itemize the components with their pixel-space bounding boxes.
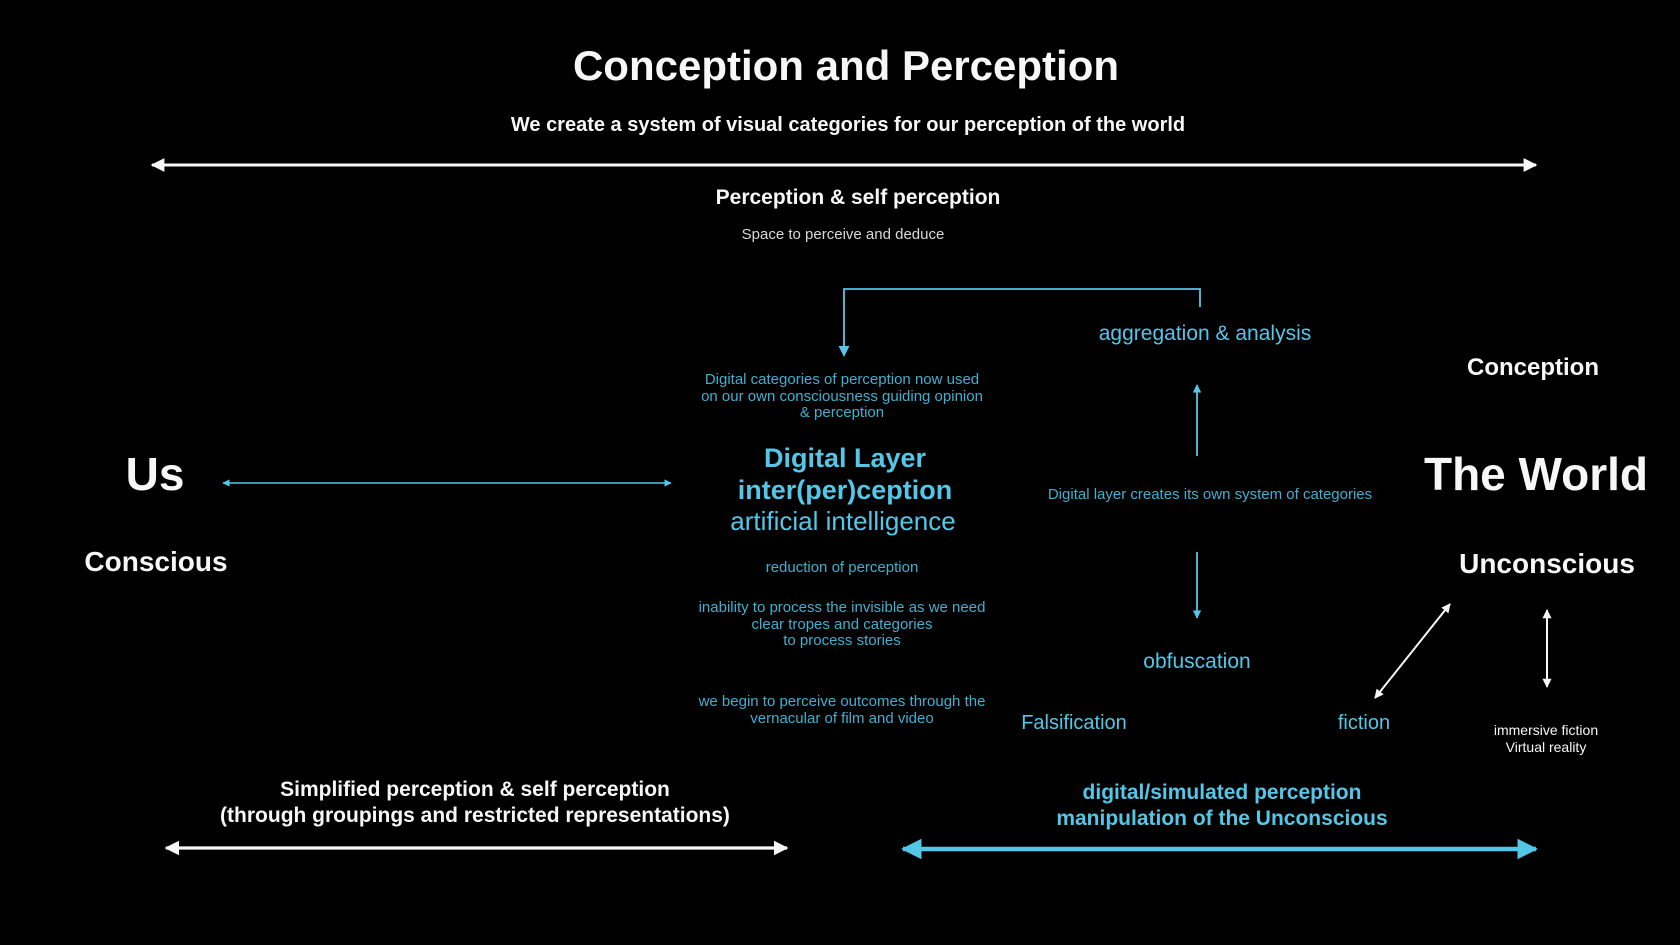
page-subtitle: We create a system of visual categories …	[510, 114, 1186, 136]
digital-categories-note: Digital categories of perception now use…	[701, 371, 983, 422]
digital-layer-system-note: Digital layer creates its own system of …	[1047, 486, 1373, 503]
conscious-label: Conscious	[84, 546, 228, 577]
inability-note-line2: clear tropes and categories	[751, 615, 933, 633]
digital-simulated-line2: manipulation of the Unconscious	[1056, 806, 1388, 830]
the-world-label: The World	[1423, 448, 1649, 500]
digital-simulated-heading: digital/simulated perception manipulatio…	[1056, 780, 1387, 831]
inability-note: inability to process the invisible as we…	[698, 599, 986, 650]
us-label: Us	[125, 448, 185, 500]
digital-layer-title: Digital Layer inter(per)ception	[738, 442, 953, 506]
immersive-fiction-note: immersive fiction Virtual reality	[1494, 722, 1598, 756]
vernacular-note-line1: we begin to perceive outcomes through th…	[698, 693, 986, 710]
digital-categories-note-line3: & perception	[799, 404, 885, 421]
vernacular-note: we begin to perceive outcomes through th…	[698, 693, 986, 727]
immersive-fiction-note-line1: immersive fiction	[1493, 722, 1599, 738]
fiction-label: fiction	[1337, 712, 1391, 734]
vernacular-note-line2: vernacular of film and video	[750, 709, 934, 727]
digital-layer-title-line2: inter(per)ception	[737, 475, 953, 505]
conception-label: Conception	[1467, 354, 1599, 381]
unconscious-label: Unconscious	[1459, 548, 1635, 579]
falsification-label: Falsification	[1021, 712, 1127, 734]
simplified-perception-line2: (through groupings and restricted repres…	[220, 803, 730, 827]
space-to-perceive-note: Space to perceive and deduce	[741, 226, 945, 243]
aggregation-analysis-label: aggregation & analysis	[1098, 322, 1312, 345]
digital-layer-title-line1: Digital Layer	[763, 443, 927, 473]
feedback-bracket-down-arrowhead	[838, 346, 850, 357]
immersive-fiction-note-line2: Virtual reality	[1505, 739, 1587, 755]
fiction-unconscious-diagonal-double-arrow	[1374, 603, 1451, 699]
obfuscation-label: obfuscation	[1143, 650, 1251, 673]
inability-note-line1: inability to process the invisible as we…	[698, 599, 986, 616]
reduction-of-perception-note: reduction of perception	[765, 559, 919, 576]
simplified-perception-heading: Simplified perception & self perception …	[220, 777, 730, 828]
perception-self-perception-heading: Perception & self perception	[715, 186, 1001, 209]
digital-categories-note-line2: on our own consciousness guiding opinion	[701, 387, 983, 405]
page-title: Conception and Perception	[572, 42, 1120, 89]
inability-note-line3: to process stories	[783, 632, 901, 649]
simplified-perception-line1: Simplified perception & self perception	[280, 778, 670, 801]
digital-simulated-line1: digital/simulated perception	[1082, 781, 1362, 804]
digital-categories-note-line1: Digital categories of perception now use…	[704, 371, 980, 388]
artificial-intelligence-label: artificial intelligence	[730, 506, 956, 536]
